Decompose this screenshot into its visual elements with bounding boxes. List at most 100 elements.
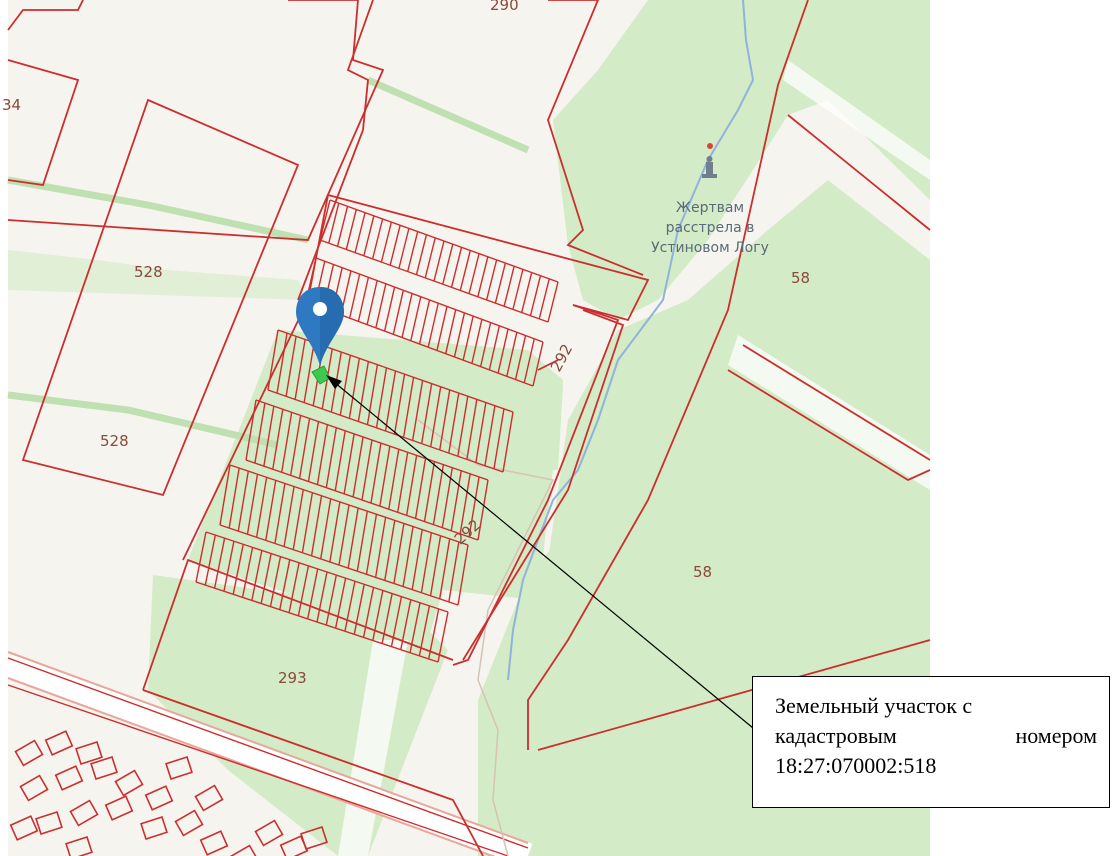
plot-line: [411, 529, 423, 590]
plot-line: [223, 541, 235, 592]
plot-line: [410, 296, 422, 341]
plot-line: [267, 329, 279, 391]
plot-line: [423, 461, 436, 522]
plot-line: [512, 269, 524, 310]
house-plot: [69, 799, 99, 827]
parcel-label-58-upper: 58: [791, 269, 810, 287]
callout-box: Земельный участок с кадастровым номером …: [752, 676, 1110, 808]
plot-line: [439, 538, 451, 599]
monument-icon: [702, 156, 717, 178]
plot-line: [232, 544, 244, 595]
plot-line: [370, 442, 382, 504]
plot-line: [357, 277, 370, 322]
plot-line: [343, 433, 355, 494]
plot-line: [361, 439, 373, 501]
plot-line: [375, 283, 387, 329]
house-plot: [194, 784, 224, 812]
plot-line: [402, 526, 414, 587]
plot-line: [389, 225, 401, 266]
plot-line: [307, 421, 320, 482]
poi-dot: [707, 143, 713, 149]
plot-line: [298, 418, 311, 479]
plot-line: [265, 480, 277, 541]
plot-line: [459, 250, 471, 291]
plot-line: [475, 402, 487, 463]
plot-line: [450, 247, 463, 288]
plot-line: [420, 532, 433, 593]
poi-label-line2: расстрела в: [666, 220, 755, 236]
plot-line: [204, 534, 216, 586]
plot-line: [538, 278, 550, 320]
plot-line: [281, 412, 293, 473]
monument-poi[interactable]: Жертвам расстрела в Устиновом Логу: [651, 143, 769, 256]
plot-line: [436, 306, 448, 351]
plot-line: [424, 237, 436, 279]
house-plot: [174, 809, 204, 837]
plot-line: [506, 332, 518, 377]
house-plot: [144, 785, 174, 811]
plot-line: [430, 386, 442, 447]
plot-line: [334, 578, 347, 629]
house-plot: [35, 810, 63, 836]
plot-line: [450, 470, 462, 531]
plot-line: [432, 464, 445, 525]
house-plot: [104, 795, 134, 821]
plot-line: [289, 415, 302, 476]
plot-line: [366, 280, 378, 325]
plot-line: [307, 568, 319, 620]
plot-line: [457, 396, 469, 457]
house-plot: [199, 830, 229, 856]
house-plot: [19, 774, 49, 802]
callout-line2: кадастровым номером: [775, 721, 1097, 751]
plot-line: [381, 593, 393, 644]
house-plots: [9, 730, 328, 856]
plot-line: [393, 523, 405, 584]
plot-line: [415, 234, 428, 275]
plot-line: [392, 290, 404, 335]
plot-line: [479, 322, 492, 367]
plot-line: [241, 547, 254, 598]
plot-line: [272, 409, 284, 470]
plot-line: [384, 370, 397, 432]
plot-line: [301, 492, 314, 553]
house-plot: [300, 825, 328, 851]
house-plot: [140, 815, 168, 841]
plot-line: [471, 319, 483, 364]
plot-line: [292, 489, 304, 550]
house-plot: [114, 769, 144, 797]
plot-line: [228, 467, 240, 529]
plot-line: [414, 458, 427, 519]
plot-line: [339, 355, 351, 416]
callout-line2-word1: кадастровым: [775, 723, 897, 748]
house-plot: [90, 755, 118, 781]
plot-line: [453, 312, 466, 358]
plot-line: [260, 553, 272, 604]
plot-line: [297, 565, 310, 616]
house-plot: [254, 819, 284, 847]
plot-line: [195, 531, 207, 583]
plot-line: [547, 281, 559, 323]
plot-line: [439, 389, 451, 451]
plot-line: [523, 338, 535, 383]
plot-line: [477, 479, 489, 541]
plot-line: [420, 383, 433, 444]
plot-line: [348, 358, 361, 419]
map-pin-icon[interactable]: [296, 287, 344, 366]
plot-line: [503, 266, 515, 307]
parcel-label-293: 293: [278, 669, 307, 687]
plot-line: [283, 486, 295, 547]
plot-line: [285, 336, 297, 397]
plot-line: [448, 392, 460, 454]
plot-line: [427, 303, 439, 348]
plot-line: [365, 514, 378, 575]
plot-line: [363, 215, 375, 256]
plot-line: [269, 556, 282, 607]
plot-line: [497, 328, 509, 374]
stream: [507, 0, 755, 681]
plot-line: [348, 273, 361, 319]
plot-line: [397, 452, 409, 513]
plot-line: [246, 474, 259, 535]
plot-line: [294, 339, 306, 400]
plot-line: [468, 476, 480, 538]
house-plot: [14, 739, 44, 767]
